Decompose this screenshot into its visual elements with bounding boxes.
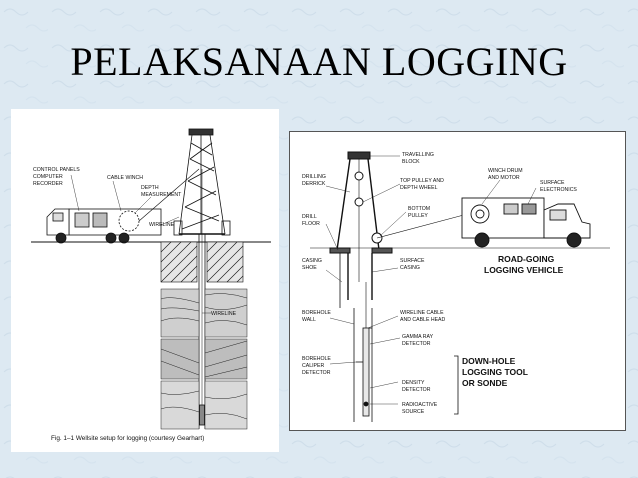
- label-shoe: SHOE: [302, 265, 317, 271]
- logging-schematic-diagram: TRAVELLING BLOCK DRILLING DERRICK TOP PU…: [302, 151, 610, 422]
- label-computer: COMPUTER: [33, 174, 63, 180]
- logging-truck: [46, 168, 200, 244]
- downhole-bracket: [454, 355, 459, 415]
- label-depth-wheel: DEPTH WHEEL: [400, 185, 438, 191]
- label-down-hole: DOWN-HOLE: [462, 356, 516, 366]
- label-block: BLOCK: [402, 159, 420, 165]
- borehole: [198, 169, 206, 429]
- label-or-sonde: OR SONDE: [462, 378, 508, 388]
- rock-formations: [160, 288, 248, 430]
- label-caliper-detector: DETECTOR: [302, 370, 331, 376]
- label-casing: CASING: [302, 258, 322, 264]
- label-caliper: CALIPER: [302, 363, 324, 369]
- label-density-detector: DETECTOR: [402, 387, 431, 393]
- label-borehole: BOREHOLE: [302, 310, 331, 316]
- label-floor: FLOOR: [302, 221, 320, 227]
- label-electronics: ELECTRONICS: [540, 187, 577, 193]
- label-logging-tool: LOGGING TOOL: [462, 367, 528, 377]
- label-drill: DRILL: [302, 214, 317, 220]
- label-road-going: ROAD-GOING: [498, 254, 555, 264]
- label-recorder: RECORDER: [33, 181, 63, 187]
- leader-lines: [70, 174, 211, 314]
- wellsite-setup-figure: CONTROL PANELS COMPUTER RECORDER CABLE W…: [11, 109, 279, 452]
- wellsite-setup-diagram: CONTROL PANELS COMPUTER RECORDER CABLE W…: [31, 128, 271, 442]
- label-source: SOURCE: [402, 409, 425, 415]
- schematic-logging-vehicle: [461, 197, 591, 248]
- label-wireline-bottom: WIRELINE: [211, 311, 237, 317]
- label-wireline-top: WIRELINE: [149, 222, 175, 228]
- slide-title: PELAKSANAAN LOGGING: [70, 39, 568, 84]
- label-bottom: BOTTOM: [408, 206, 430, 212]
- schematic-leaders: [325, 155, 537, 405]
- label-cable-winch: CABLE WINCH: [107, 175, 143, 181]
- label-drilling: DRILLING: [302, 174, 326, 180]
- label-pulley: PULLEY: [408, 213, 428, 219]
- label-control-panels: CONTROL PANELS: [33, 167, 80, 173]
- label-top-pulley: TOP PULLEY AND: [400, 178, 444, 184]
- label-cable-head: AND CABLE HEAD: [400, 317, 446, 323]
- schematic-derrick: [329, 151, 476, 282]
- label-surface: SURFACE: [540, 180, 565, 186]
- label-derrick: DERRICK: [302, 181, 326, 187]
- label-borehole-2: BOREHOLE: [302, 356, 331, 362]
- label-and-motor: AND MOTOR: [488, 175, 520, 181]
- schematic-casing: [339, 253, 373, 308]
- label-surface-2: SURFACE: [400, 258, 425, 264]
- surface-casing: [160, 241, 244, 283]
- label-wall: WALL: [302, 317, 316, 323]
- figure-caption: Fig. 1–1 Wellsite setup for logging (cou…: [51, 435, 204, 442]
- label-logging-vehicle: LOGGING VEHICLE: [484, 265, 564, 275]
- logging-schematic-figure: TRAVELLING BLOCK DRILLING DERRICK TOP PU…: [289, 131, 626, 431]
- label-gamma-detector: DETECTOR: [402, 341, 431, 347]
- label-wireline-cable: WIRELINE CABLE: [400, 310, 444, 316]
- schematic-borehole: [353, 282, 373, 422]
- label-winch-drum: WINCH DRUM: [488, 168, 523, 174]
- label-density: DENSITY: [402, 380, 425, 386]
- label-travelling: TRAVELLING: [402, 152, 434, 158]
- label-depth: DEPTH: [141, 185, 159, 191]
- label-measurement: MEASUREMENT: [141, 192, 182, 198]
- label-radioactive: RADIOACTIVE: [402, 402, 438, 408]
- label-gamma-ray: GAMMA RAY: [402, 334, 434, 340]
- label-surface-casing: CASING: [400, 265, 420, 271]
